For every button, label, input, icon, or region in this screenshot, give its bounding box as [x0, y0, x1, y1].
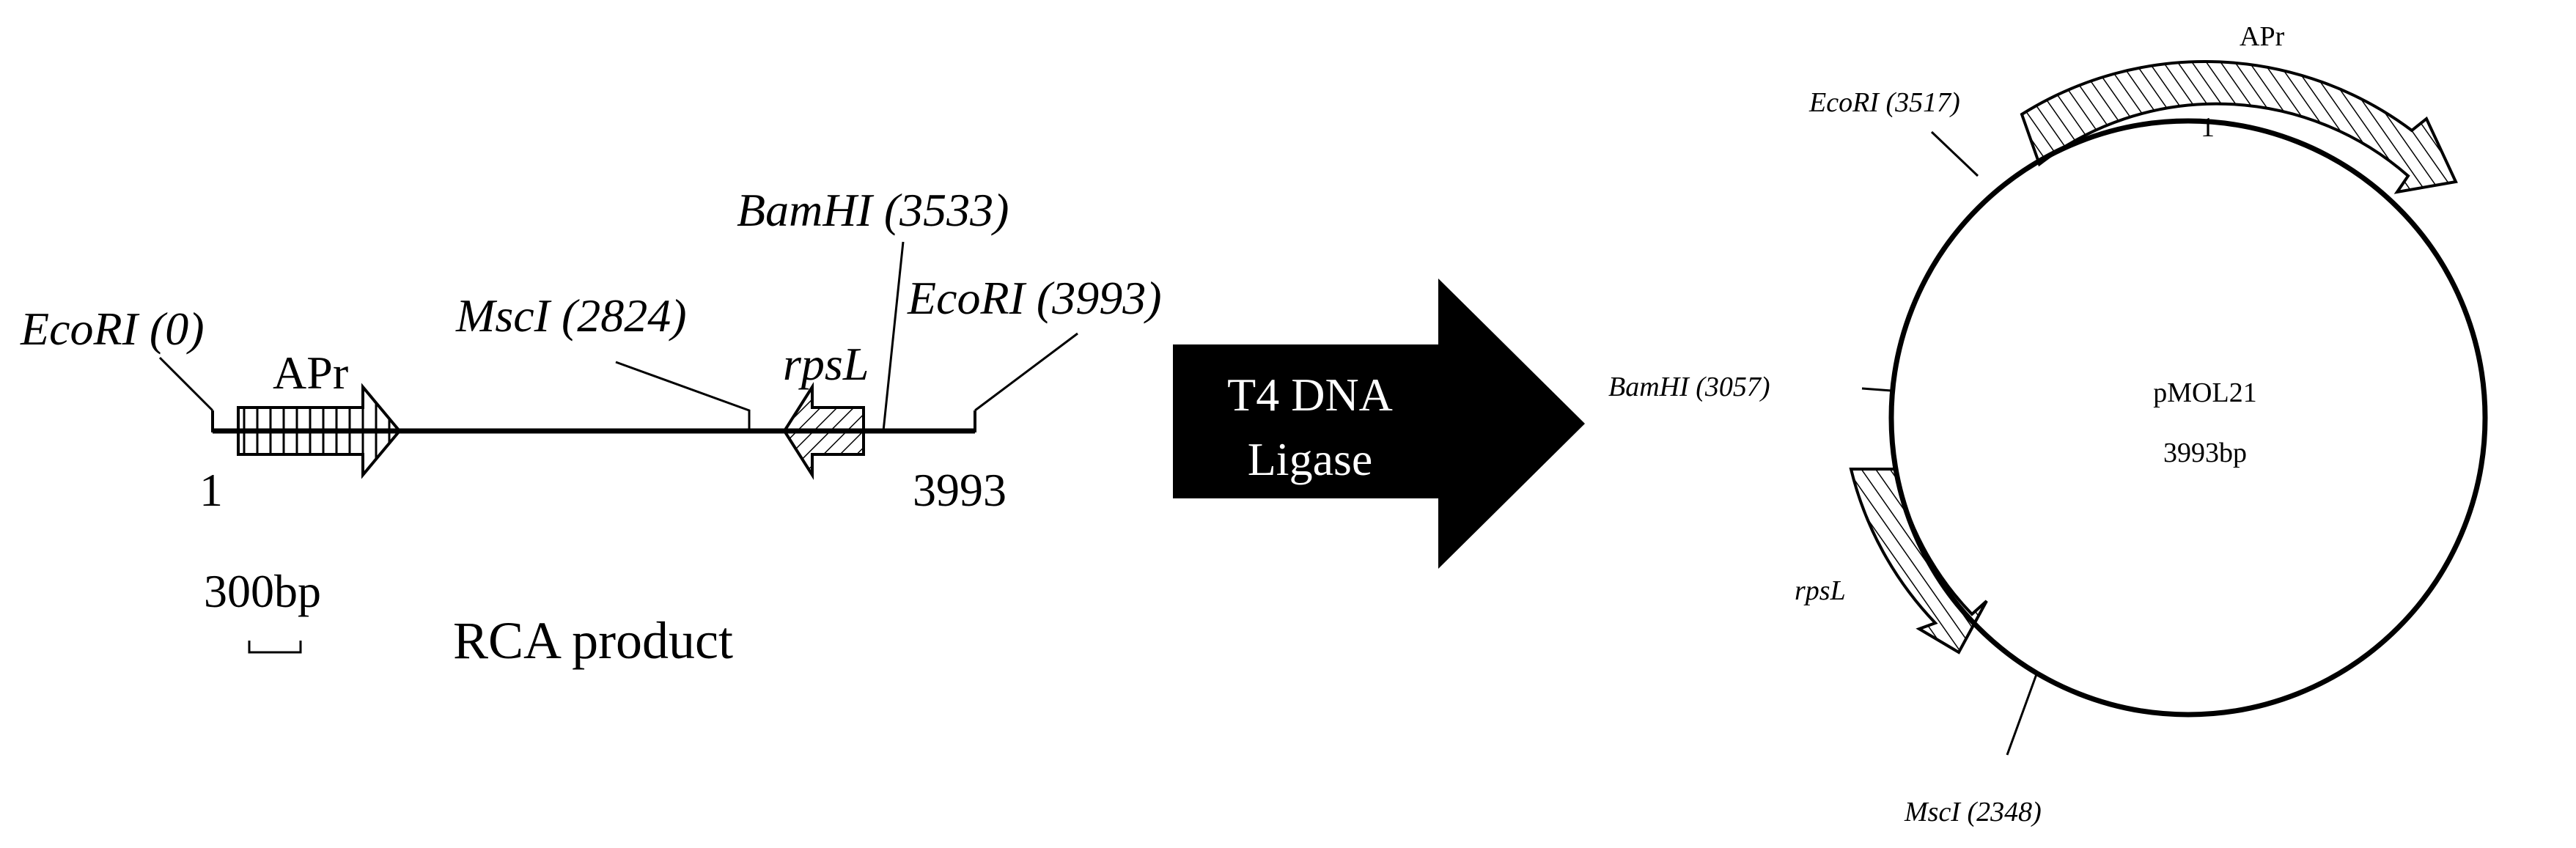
ligation-arrow-shape: [1173, 279, 1585, 569]
plasmid-apr-gene-arrow: [2020, 60, 2458, 194]
plasmid-site-ecori-3517-label: EcoRI (3517): [1808, 87, 1960, 118]
plasmid-apr-gene-label: APr: [2240, 21, 2285, 52]
rca-product-caption: RCA product: [453, 611, 733, 670]
site-bamhi-3533-label: BamHI (3533): [737, 184, 1009, 236]
ecori-3993-leader: [974, 332, 1078, 412]
scale-bar: [248, 641, 302, 654]
linear-start-label: 1: [199, 464, 223, 516]
msci-2348-leader: [2006, 674, 2038, 756]
linear-map: EcoRI (0) MscI (2824) BamHI (3533) EcoRI…: [20, 184, 1162, 670]
plasmid-map: EcoRI (3517) BamHI (3057) MscI (2348) AP…: [1608, 21, 2488, 827]
linear-end-label: 3993: [913, 464, 1007, 516]
plasmid-circle: [1888, 118, 2488, 718]
plasmid-origin-label: 1: [2201, 112, 2215, 143]
plasmid-rpsl-gene-label: rpsL: [1795, 575, 1846, 606]
rpsl-gene-arrow: [782, 382, 865, 480]
site-ecori-3993-label: EcoRI (3993): [907, 272, 1162, 324]
plasmid-site-msci-2348-label: MscI (2348): [1904, 797, 2042, 827]
site-ecori-0-label: EcoRI (0): [20, 303, 205, 355]
msci-2824-leader: [615, 361, 751, 431]
arrow-line2: Ligase: [1248, 433, 1373, 485]
bamhi-3533-leader: [882, 241, 905, 432]
site-msci-2824-label: MscI (2824): [455, 290, 687, 342]
plasmid-site-bamhi-3057-label: BamHI (3057): [1608, 372, 1770, 402]
plasmid-name: pMOL21: [2153, 377, 2256, 408]
plasmid-rpsl-gene-arrow: [1849, 468, 1988, 655]
rpsl-gene-label: rpsL: [783, 338, 869, 390]
arrow-line1: T4 DNA: [1227, 369, 1393, 421]
apr-gene-arrow: [237, 383, 402, 479]
apr-gene-label: APr: [273, 347, 348, 399]
ecori-0-leader: [158, 356, 214, 412]
ecori-3517-leader: [1930, 130, 1979, 177]
scale-bar-label: 300bp: [204, 565, 321, 617]
bamhi-3057-leader: [1861, 387, 1892, 392]
plasmid-size: 3993bp: [2163, 438, 2247, 468]
ligation-arrow: T4 DNA Ligase: [1173, 279, 1585, 569]
